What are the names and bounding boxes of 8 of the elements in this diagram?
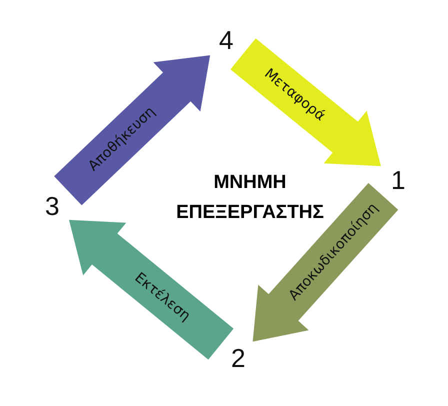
block-arrow: [54, 55, 210, 206]
step-number: 2: [231, 343, 246, 373]
step-number: 4: [219, 25, 234, 55]
step-number: 3: [45, 191, 60, 221]
step-number: 1: [391, 165, 406, 195]
block-arrow: [230, 38, 381, 166]
block-arrow: [69, 220, 234, 360]
block-arrow: [252, 183, 398, 342]
